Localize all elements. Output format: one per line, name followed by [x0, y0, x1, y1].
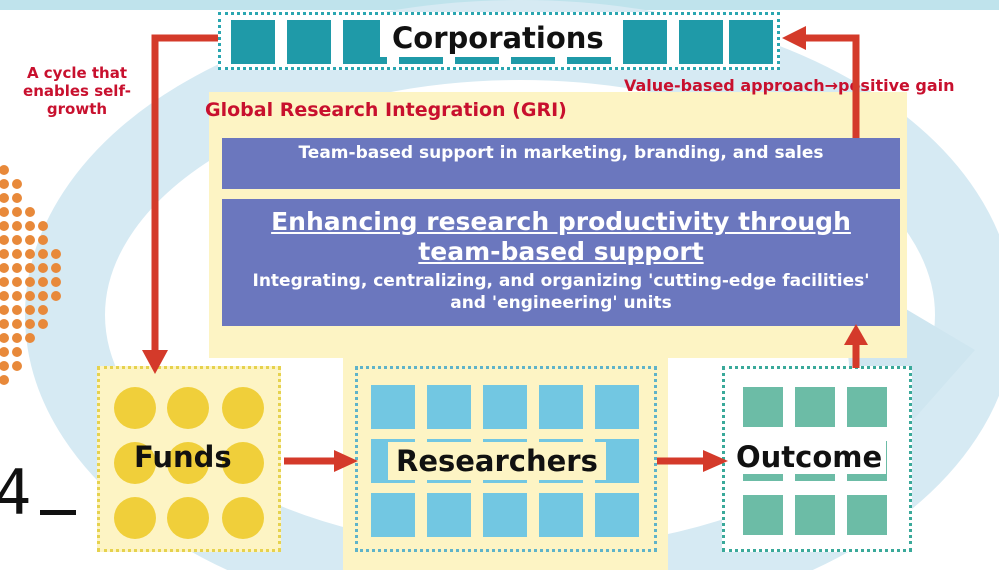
decor-dot	[25, 305, 35, 315]
decor-dot	[25, 249, 35, 259]
decor-dot	[38, 277, 48, 287]
decor-dot	[38, 249, 48, 259]
decor-dot	[12, 193, 22, 203]
corporations-square	[343, 20, 387, 64]
decor-dot	[0, 375, 9, 385]
decor-dot	[12, 347, 22, 357]
decor-dot	[12, 179, 22, 189]
funds-circle	[222, 387, 264, 429]
funds-circle	[222, 497, 264, 539]
decor-dot	[0, 193, 9, 203]
decor-dot	[12, 207, 22, 217]
researchers-square	[483, 493, 527, 537]
researchers-square	[539, 385, 583, 429]
researchers-square	[595, 493, 639, 537]
decor-dot	[0, 235, 9, 245]
decor-dot	[0, 221, 9, 231]
decor-dot	[0, 207, 9, 217]
decor-dot	[51, 277, 61, 287]
funds-box	[97, 366, 281, 552]
corporations-square	[231, 20, 275, 64]
decor-dot	[0, 305, 9, 315]
page-number-dash	[40, 510, 76, 515]
decor-dot	[0, 291, 9, 301]
outcome-square	[795, 387, 835, 427]
decor-dot	[0, 277, 9, 287]
decor-dot	[12, 249, 22, 259]
decor-dot	[51, 249, 61, 259]
decor-dot	[0, 333, 9, 343]
researchers-square	[371, 493, 415, 537]
decor-dot	[38, 319, 48, 329]
funds-label: Funds	[134, 440, 232, 474]
decor-dot	[51, 263, 61, 273]
funds-circle	[167, 387, 209, 429]
decor-dot	[12, 235, 22, 245]
decor-dot	[12, 291, 22, 301]
funds-circle	[114, 442, 156, 484]
outcome-square	[847, 495, 887, 535]
decor-dot	[38, 263, 48, 273]
dot-pattern	[0, 165, 61, 385]
researchers-square	[483, 385, 527, 429]
decor-dot	[38, 221, 48, 231]
cycle-annotation: A cycle that enables self-growth	[23, 64, 131, 118]
corporations-square	[729, 20, 773, 64]
funds-circle	[167, 442, 209, 484]
funds-circle	[114, 387, 156, 429]
decor-dot	[0, 249, 9, 259]
outcome-square	[743, 387, 783, 427]
researchers-square	[539, 493, 583, 537]
decor-dot	[25, 221, 35, 231]
decor-dot	[12, 277, 22, 287]
decor-dot	[0, 165, 9, 175]
page-number: 4	[0, 456, 32, 529]
outcome-square	[795, 495, 835, 535]
funds-circle	[167, 497, 209, 539]
enhancing-heading: Enhancing research productivity through …	[271, 207, 851, 266]
decor-dot	[0, 361, 9, 371]
decor-dot	[25, 277, 35, 287]
decor-dot	[12, 305, 22, 315]
corporations-square	[623, 20, 667, 64]
decor-dot	[12, 263, 22, 273]
decor-dot	[25, 263, 35, 273]
outcome-square	[847, 387, 887, 427]
decor-dot	[51, 291, 61, 301]
outcome-label: Outcome	[732, 440, 887, 474]
decor-dot	[38, 235, 48, 245]
enhancing-detail: Integrating, centralizing, and organizin…	[252, 271, 870, 313]
decor-dot	[25, 291, 35, 301]
corporations-square	[287, 20, 331, 64]
decor-dot	[0, 179, 9, 189]
team-support-box: Team-based support in marketing, brandin…	[222, 138, 900, 189]
researchers-square	[427, 493, 471, 537]
decor-dot	[12, 361, 22, 371]
decor-dot	[0, 347, 9, 357]
decor-dot	[25, 235, 35, 245]
outcome-square	[743, 495, 783, 535]
decor-dot	[12, 221, 22, 231]
decor-dot	[25, 333, 35, 343]
funds-circle	[114, 497, 156, 539]
value-approach-annotation: Value-based approach→positive gain	[624, 76, 955, 95]
decor-dot	[25, 207, 35, 217]
corporations-label: Corporations	[380, 19, 616, 57]
decor-dot	[0, 263, 9, 273]
researchers-label: Researchers	[388, 442, 606, 480]
enhancing-box: Enhancing research productivity through …	[222, 199, 900, 326]
corporations-square	[679, 20, 723, 64]
decor-dot	[12, 319, 22, 329]
researchers-square	[371, 385, 415, 429]
decor-dot	[38, 291, 48, 301]
decor-dot	[0, 319, 9, 329]
researchers-square	[427, 385, 471, 429]
decor-dot	[25, 319, 35, 329]
decor-dot	[12, 333, 22, 343]
gri-title: Global Research Integration (GRI)	[205, 99, 567, 121]
funds-circle	[222, 442, 264, 484]
decor-dot	[38, 305, 48, 315]
researchers-square	[595, 385, 639, 429]
